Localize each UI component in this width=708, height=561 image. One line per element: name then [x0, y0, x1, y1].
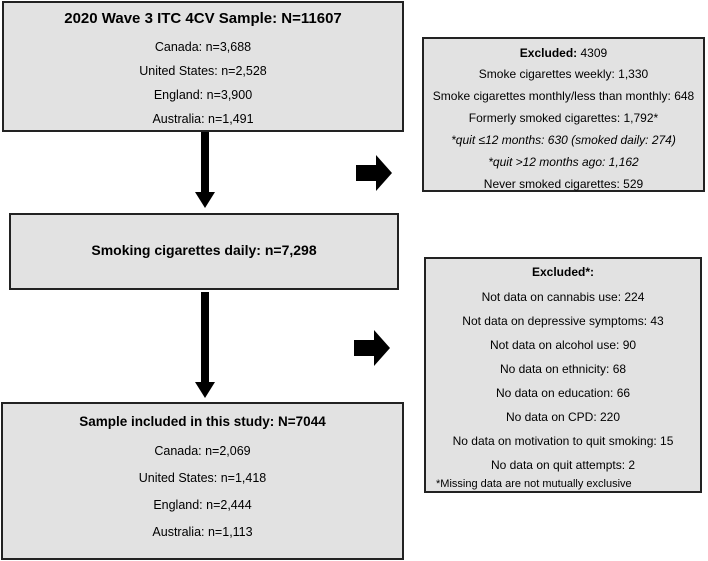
- daily-title: Smoking cigarettes daily: n=7,298: [91, 242, 317, 258]
- daily-box: Smoking cigarettes daily: n=7,298: [9, 213, 399, 290]
- excluded1-line-never: Never smoked cigarettes: 529: [483, 177, 644, 191]
- excluded2-line-cpd: No data on CPD: 220: [505, 410, 621, 424]
- included-line-england: England: n=2,444: [153, 498, 252, 512]
- down-arrow-2: [195, 292, 215, 398]
- excluded1-heading: Excluded: 4309: [424, 46, 703, 60]
- excluded1-line-former: Formerly smoked cigarettes: 1,792*: [468, 111, 659, 125]
- included-title: Sample included in this study: N=7044: [79, 414, 326, 429]
- included-line-us: United States: n=1,418: [138, 471, 267, 485]
- sample-line-england: England: n=3,900: [153, 88, 253, 102]
- excluded1-line-quit-recent: *quit ≤12 months: 630 (smoked daily: 274…: [451, 133, 676, 147]
- excluded-box-2: Excluded*: Not data on cannabis use: 224…: [424, 257, 702, 493]
- excluded2-line-education: No data on education: 66: [495, 386, 631, 400]
- excluded2-line-depressive: Not data on depressive symptoms: 43: [462, 314, 664, 328]
- excluded2-line-motivation: No data on motivation to quit smoking: 1…: [452, 434, 674, 448]
- excluded2-heading: Excluded*:: [531, 265, 594, 279]
- sample-line-australia: Australia: n=1,491: [152, 112, 254, 126]
- excluded2-line-cannabis: Not data on cannabis use: 224: [481, 290, 645, 304]
- sample-line-canada: Canada: n=3,688: [154, 40, 252, 54]
- excluded1-line-monthly: Smoke cigarettes monthly/less than month…: [432, 89, 695, 103]
- sample-title: 2020 Wave 3 ITC 4CV Sample: N=11607: [64, 10, 342, 27]
- included-box: Sample included in this study: N=7044 Ca…: [1, 402, 404, 560]
- right-arrow-2: [354, 330, 390, 366]
- included-line-australia: Australia: n=1,113: [152, 525, 253, 539]
- sample-box: 2020 Wave 3 ITC 4CV Sample: N=11607 Cana…: [2, 1, 404, 132]
- excluded1-heading-value: 4309: [577, 46, 608, 60]
- excluded2-line-quit-attempts: No data on quit attempts: 2: [490, 458, 636, 472]
- excluded-box-1: Excluded: 4309 Smoke cigarettes weekly: …: [422, 37, 705, 192]
- right-arrow-1: [356, 155, 392, 191]
- excluded2-note: *Missing data are not mutually exclusive: [436, 478, 632, 490]
- down-arrow-1: [195, 132, 215, 208]
- excluded1-heading-label: Excluded:: [519, 46, 578, 60]
- included-line-canada: Canada: n=2,069: [154, 444, 251, 458]
- sample-line-us: United States: n=2,528: [139, 64, 267, 78]
- excluded2-line-ethnicity: No data on ethnicity: 68: [499, 362, 627, 376]
- excluded2-line-alcohol: Not data on alcohol use: 90: [489, 338, 637, 352]
- excluded1-line-weekly: Smoke cigarettes weekly: 1,330: [478, 67, 649, 81]
- excluded1-line-quit-old: *quit >12 months ago: 1,162: [488, 155, 639, 169]
